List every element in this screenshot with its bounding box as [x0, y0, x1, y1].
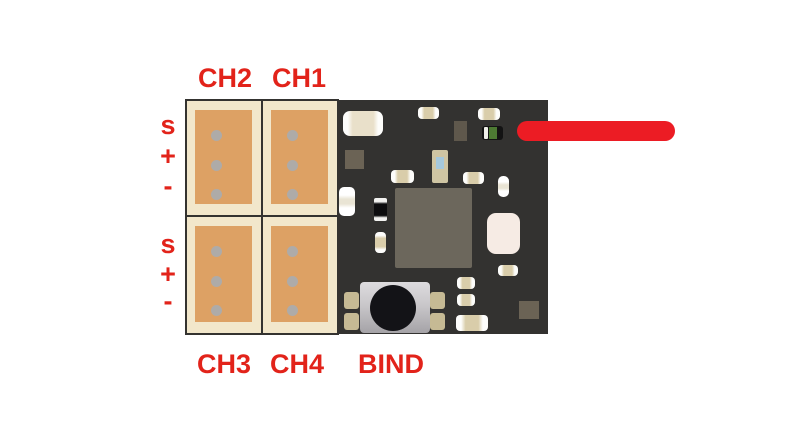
smd-capacitor-icon: [375, 232, 386, 253]
connector-ch3: [187, 217, 261, 333]
label-pin-minus-top: -: [163, 171, 173, 201]
connector-ch4: [263, 217, 337, 333]
label-pin-minus-bottom: -: [163, 286, 173, 316]
pin-dot: [211, 130, 222, 141]
pin-dot: [287, 305, 298, 316]
label-bind: BIND: [358, 349, 424, 379]
pin-dot: [287, 246, 298, 257]
main-chip: [395, 188, 472, 268]
label-pin-plus-top: +: [160, 141, 176, 171]
smd-capacitor-large-icon: [343, 111, 383, 136]
pin-dot: [287, 130, 298, 141]
smd-capacitor-icon: [457, 294, 475, 306]
smd-component-icon: [345, 150, 364, 169]
led-indicator-icon: [482, 126, 503, 140]
smd-capacitor-icon: [457, 277, 475, 289]
bind-switch-tab: [430, 292, 445, 309]
rf-component-icon: [487, 213, 520, 254]
bind-switch-tab: [344, 313, 359, 330]
smd-capacitor-icon: [498, 265, 518, 276]
label-pin-plus-bottom: +: [160, 259, 176, 289]
pin-dot: [287, 160, 298, 171]
connector-ch2-slot: [195, 110, 252, 204]
pin-dot: [211, 276, 222, 287]
pin-dot: [211, 305, 222, 316]
pin-dot: [211, 160, 222, 171]
smd-capacitor-icon: [456, 315, 488, 331]
led-glass: [489, 127, 497, 139]
connector-ch2: [187, 101, 261, 215]
led-stripe: [484, 127, 488, 139]
connector-ch1: [263, 101, 337, 215]
bind-switch-tab: [430, 313, 445, 330]
smd-capacitor-icon: [418, 107, 439, 119]
smd-capacitor-icon: [463, 172, 484, 184]
pcb-board: [337, 100, 548, 334]
smd-component-icon: [519, 301, 539, 319]
connector-block: [185, 99, 339, 335]
connector-ch1-slot: [271, 110, 328, 204]
label-ch3: CH3: [197, 349, 252, 379]
crystal-oscillator-icon: [432, 150, 448, 183]
label-pin-signal-top: s: [160, 110, 176, 140]
diode-icon: [374, 198, 387, 221]
label-ch2: CH2: [198, 63, 253, 93]
smd-capacitor-icon: [391, 170, 414, 183]
smd-capacitor-icon: [339, 187, 355, 216]
antenna-wire: [517, 121, 675, 141]
crystal-window: [436, 157, 444, 169]
label-pin-signal-bottom: s: [160, 229, 176, 259]
connector-ch4-slot: [271, 226, 328, 322]
pin-dot: [211, 189, 222, 200]
pin-dot: [211, 246, 222, 257]
connector-ch3-slot: [195, 226, 252, 322]
bind-button-plunger: [370, 285, 416, 331]
pin-dot: [287, 189, 298, 200]
bind-switch-tab: [344, 292, 359, 309]
smd-resistor-icon: [454, 121, 467, 141]
smd-capacitor-icon: [478, 108, 500, 120]
label-ch4: CH4: [270, 349, 325, 379]
label-ch1: CH1: [272, 63, 327, 93]
smd-capacitor-icon: [498, 176, 509, 197]
pin-dot: [287, 276, 298, 287]
